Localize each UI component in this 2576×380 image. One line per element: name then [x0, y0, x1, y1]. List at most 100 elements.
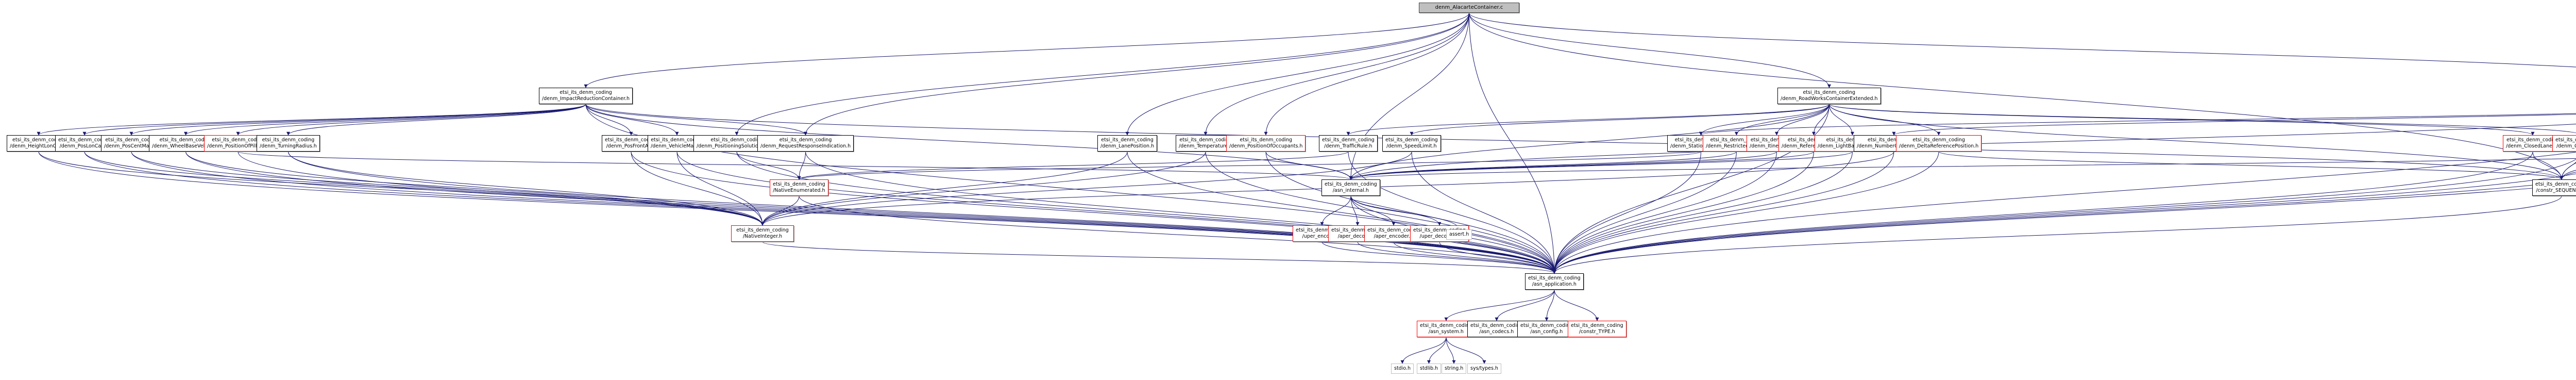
include-edge — [2560, 172, 2576, 180]
graph-node-asn-app[interactable]: etsi_its_denm_coding/asn_application.h — [1525, 273, 1584, 290]
include-edge — [238, 151, 1352, 180]
graph-node-pos-occupants[interactable]: etsi_its_denm_coding/denm_PositionOfOccu… — [1226, 135, 1306, 152]
node-label-line: /denm_LanePosition.h — [1100, 143, 1155, 149]
graph-node-stdio[interactable]: stdio.h — [1391, 364, 1414, 374]
include-edge — [1552, 151, 1777, 274]
include-edge — [760, 151, 1206, 226]
node-label-line: etsi_its_denm_coding — [1385, 137, 1438, 143]
node-label-line: etsi_its_denm_coding — [12, 137, 65, 143]
include-edge — [184, 104, 586, 136]
node-label-line: /uper_encoder.h — [1302, 234, 1342, 239]
graph-node-cause-code[interactable]: etsi_its_denm_coding/denm_CauseCode.h — [2552, 135, 2576, 152]
include-edge — [1264, 12, 1469, 136]
node-label-line: etsi_its_denm_coding — [262, 137, 315, 143]
graph-node-speed-limit[interactable]: etsi_its_denm_coding/denm_SpeedLimit.h — [1382, 135, 1441, 152]
node-label-line: etsi_its_denm_coding — [1470, 323, 1523, 328]
include-edge — [288, 151, 765, 226]
node-label-line: etsi_its_denm_coding — [1325, 181, 1377, 187]
node-label-line: etsi_its_denm_coding — [105, 137, 158, 143]
graph-node-constr-seq[interactable]: etsi_its_denm_coding/constr_SEQUENCE.h — [2532, 179, 2576, 196]
graph-node-string[interactable]: string.h — [1442, 364, 1467, 374]
include-edge — [797, 151, 806, 180]
graph-node-stdlib[interactable]: stdlib.h — [1417, 364, 1442, 374]
include-edge — [1350, 195, 1461, 230]
include-edge — [762, 241, 1556, 274]
include-edge — [1699, 104, 1829, 136]
node-label-line: /denm_VehicleMass.h — [651, 143, 704, 149]
graph-node-req-resp[interactable]: etsi_its_denm_coding/denm_RequestRespons… — [757, 135, 854, 152]
node-label-line: etsi_its_denm_coding — [560, 90, 612, 95]
graph-node-native-enum[interactable]: etsi_its_denm_coding/NativeEnumerated.h — [770, 179, 828, 196]
node-label-line: /NativeEnumerated.h — [773, 188, 825, 193]
include-edge — [1552, 159, 2576, 274]
node-label-line: /constr_TYPE.h — [1579, 329, 1615, 335]
include-edge — [185, 151, 765, 226]
node-label-line: /denm_SpeedLimit.h — [1386, 143, 1437, 149]
node-label-line: etsi_its_denm_coding — [1867, 137, 1920, 143]
include-edge — [797, 151, 1349, 180]
node-label-line: etsi_its_denm_coding — [2555, 137, 2576, 143]
node-label-line: /asn_config.h — [1530, 329, 1563, 335]
node-label-line: etsi_its_denm_coding — [2506, 137, 2559, 143]
include-edge — [585, 104, 2564, 180]
graph-node-root[interactable]: denm_AlacarteContainer.c — [1419, 3, 1519, 13]
graph-node-temperature[interactable]: etsi_its_denm_coding/denm_Temperature.h — [1176, 135, 1236, 152]
node-label-line: /denm_PosLonCarr.h — [59, 143, 110, 149]
node-label-line: /denm_StationarySince.h — [1670, 143, 1732, 149]
graph-node-native-int[interactable]: etsi_its_denm_coding/NativeInteger.h — [731, 225, 794, 242]
include-edge — [1410, 104, 1829, 136]
include-edge — [1552, 151, 1894, 274]
include-edge — [676, 151, 765, 226]
node-label-line: etsi_its_denm_coding — [1750, 137, 1803, 143]
graph-node-asn-system[interactable]: etsi_its_denm_coding/asn_system.h — [1417, 321, 1476, 337]
node-label-line: /asn_application.h — [1532, 282, 1577, 287]
include-edge — [799, 195, 1556, 274]
include-edge — [1469, 12, 1831, 88]
node-label-line: assert.h — [1449, 232, 1469, 237]
graph-node-lane-pos[interactable]: etsi_its_denm_coding/denm_LanePosition.h — [1097, 135, 1158, 152]
include-edge — [1427, 337, 1447, 364]
include-edge — [1469, 12, 1556, 274]
node-label-line: /aper_encoder.h — [1374, 234, 1414, 239]
include-edge — [760, 151, 1128, 226]
node-label-line: /denm_PosCentMass.h — [104, 143, 159, 149]
include-edge — [1349, 124, 2576, 180]
include-edge — [1204, 12, 1469, 136]
include-edge — [760, 151, 1412, 226]
include-edge — [2560, 161, 2576, 180]
include-edge — [631, 151, 1556, 274]
node-label-line: etsi_its_denm_coding — [651, 137, 703, 143]
graph-node-assert[interactable]: assert.h — [1446, 229, 1472, 240]
graph-node-roadworks[interactable]: etsi_its_denm_coding/denm_RoadWorksConta… — [1777, 88, 1881, 104]
graph-node-impact[interactable]: etsi_its_denm_coding/denm_ImpactReductio… — [539, 88, 633, 104]
include-edge — [1350, 195, 1360, 226]
node-label-line: etsi_its_denm_coding — [159, 137, 212, 143]
node-label-line: /uper_decoder.h — [1419, 234, 1460, 239]
include-edge — [736, 151, 1556, 274]
graph-node-asn-internal[interactable]: etsi_its_denm_coding/asn_internal.h — [1321, 179, 1380, 196]
include-edge — [1446, 337, 1486, 364]
node-label-line: /aper_decoder.h — [1337, 234, 1378, 239]
include-edge — [1495, 289, 1555, 321]
node-label-line: /denm_WheelBaseVehicle.h — [152, 143, 219, 149]
node-label-line: etsi_its_denm_coding — [58, 137, 111, 143]
graph-node-delta-ref[interactable]: etsi_its_denm_coding/denm_DeltaReference… — [1896, 135, 1982, 152]
include-edge — [1552, 151, 1701, 274]
graph-node-systypes[interactable]: sys/types.h — [1467, 364, 1501, 374]
graph-node-constr-type[interactable]: etsi_its_denm_coding/constr_TYPE.h — [1568, 321, 1626, 337]
include-edge — [131, 151, 1556, 274]
node-label-line: sys/types.h — [1470, 366, 1498, 371]
include-edge — [1348, 151, 1556, 274]
node-label-line: /denm_HeightLonCarr.h — [10, 143, 67, 149]
node-label-line: etsi_its_denm_coding — [736, 227, 789, 233]
node-label-line: /denm_ItineraryPath.h — [1750, 143, 1804, 149]
graph-node-asn-config[interactable]: etsi_its_denm_coding/asn_config.h — [1517, 321, 1576, 337]
include-edge — [131, 151, 765, 226]
node-label-line: /denm_RoadWorksContainerExtended.h — [1781, 96, 1878, 102]
graph-node-traffic-rule[interactable]: etsi_its_denm_coding/denm_TrafficRule.h — [1319, 135, 1378, 152]
graph-node-asn-codecs[interactable]: etsi_its_denm_coding/asn_codecs.h — [1467, 321, 1526, 337]
include-edge — [631, 151, 765, 226]
graph-node-turning[interactable]: etsi_its_denm_coding/denm_TurningRadius.… — [257, 135, 320, 152]
include-edge — [1892, 114, 2576, 136]
